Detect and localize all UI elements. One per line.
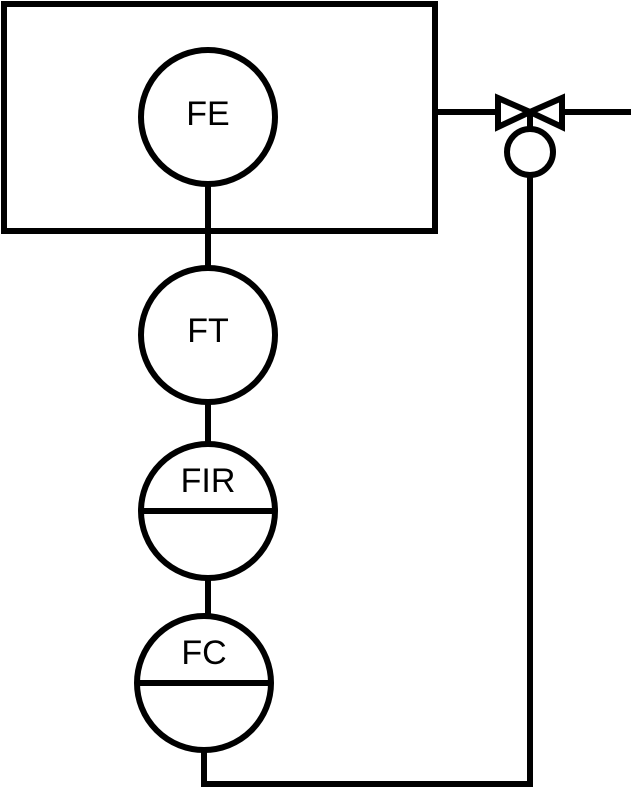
instrument-fe: FE [138,47,278,187]
fe-bubble [138,47,278,187]
fe-tag: FE [186,95,229,133]
control-signal-line [201,175,533,787]
process-vessel-box [1,1,438,234]
valve-actuator-icon [504,126,556,178]
fc-tag: FC [181,634,226,672]
instrument-fc: FC [134,613,274,753]
instrument-ft: FT [138,265,278,405]
ft-tag: FT [187,312,229,350]
fir-tag: FIR [181,462,236,500]
instrument-fir: FIR [138,441,278,581]
ft-bubble [138,265,278,405]
valve-right-triangle-icon [522,93,565,132]
control-valve [495,93,565,178]
valve-left-triangle-icon [495,93,538,132]
